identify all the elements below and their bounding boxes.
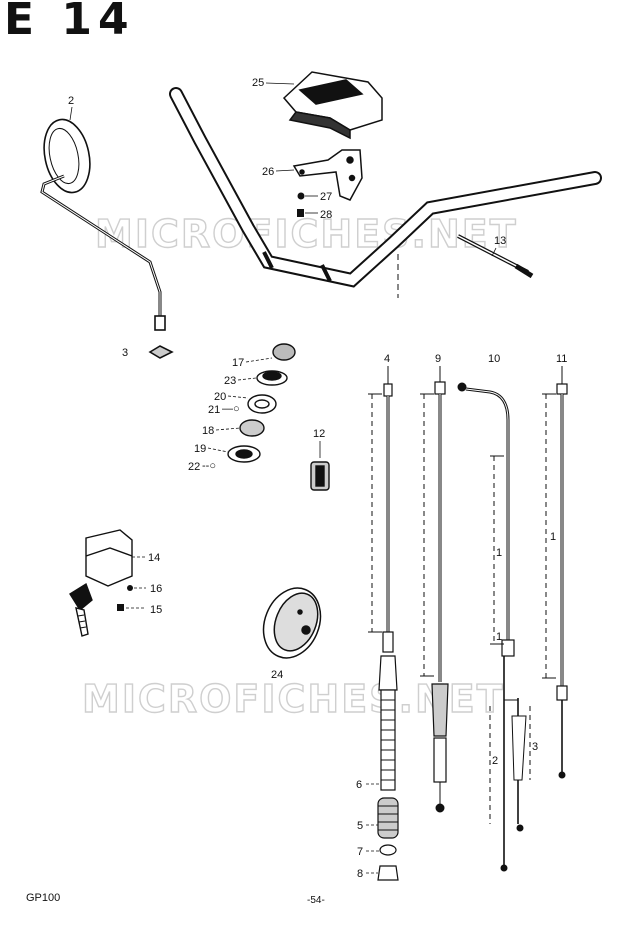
ignition-nut-stack	[227, 343, 296, 463]
label-2: 2	[68, 95, 74, 107]
label-small-1b: 1	[496, 631, 502, 643]
label-24: 24	[271, 669, 283, 681]
indicator-lamp	[262, 587, 322, 659]
label-9: 9	[435, 353, 441, 365]
label-3: 3	[122, 347, 128, 359]
label-11: 11	[556, 353, 567, 365]
label-23: 23	[224, 375, 236, 387]
label-18: 18	[202, 425, 214, 437]
label-5: 5	[357, 820, 363, 832]
label-16: 16	[150, 583, 162, 595]
bracket	[292, 149, 363, 201]
label-25: 25	[252, 77, 264, 89]
cable-10	[457, 382, 531, 872]
label-14: 14	[148, 552, 160, 564]
ignition-switch	[69, 529, 133, 637]
label-26: 26	[262, 166, 274, 178]
label-22: 22	[188, 461, 200, 473]
footer-page-number: -54-	[307, 895, 325, 906]
cable-11	[542, 366, 568, 779]
label-small-1c: 1	[550, 531, 556, 543]
grommet	[310, 461, 330, 491]
handlebar-holder	[282, 71, 383, 140]
label-21-mark: —○	[222, 403, 240, 415]
label-22-mark: --○	[202, 460, 216, 472]
mirror	[40, 118, 174, 359]
label-small-1a: 1	[496, 547, 502, 559]
label-4: 4	[384, 353, 390, 365]
label-small-2: 2	[492, 755, 498, 767]
label-27: 27	[320, 191, 332, 203]
page-title: E 14	[4, 0, 135, 45]
label-21: 21	[208, 404, 220, 416]
label-7: 7	[357, 846, 363, 858]
label-10: 10	[488, 353, 500, 365]
handlebar	[169, 87, 602, 298]
label-12: 12	[313, 428, 325, 440]
label-19: 19	[194, 443, 206, 455]
label-28: 28	[320, 209, 332, 221]
watermark-top: MICROFICHES.NET	[95, 212, 518, 256]
cable-9	[420, 366, 449, 813]
label-17: 17	[232, 357, 244, 369]
label-8: 8	[357, 868, 363, 880]
cable-4	[368, 366, 399, 881]
label-small-3: 3	[532, 741, 538, 753]
label-15: 15	[150, 604, 162, 616]
footer-model: GP100	[26, 892, 61, 904]
label-20: 20	[214, 391, 226, 403]
label-6: 6	[356, 779, 362, 791]
label-13: 13	[494, 235, 506, 247]
